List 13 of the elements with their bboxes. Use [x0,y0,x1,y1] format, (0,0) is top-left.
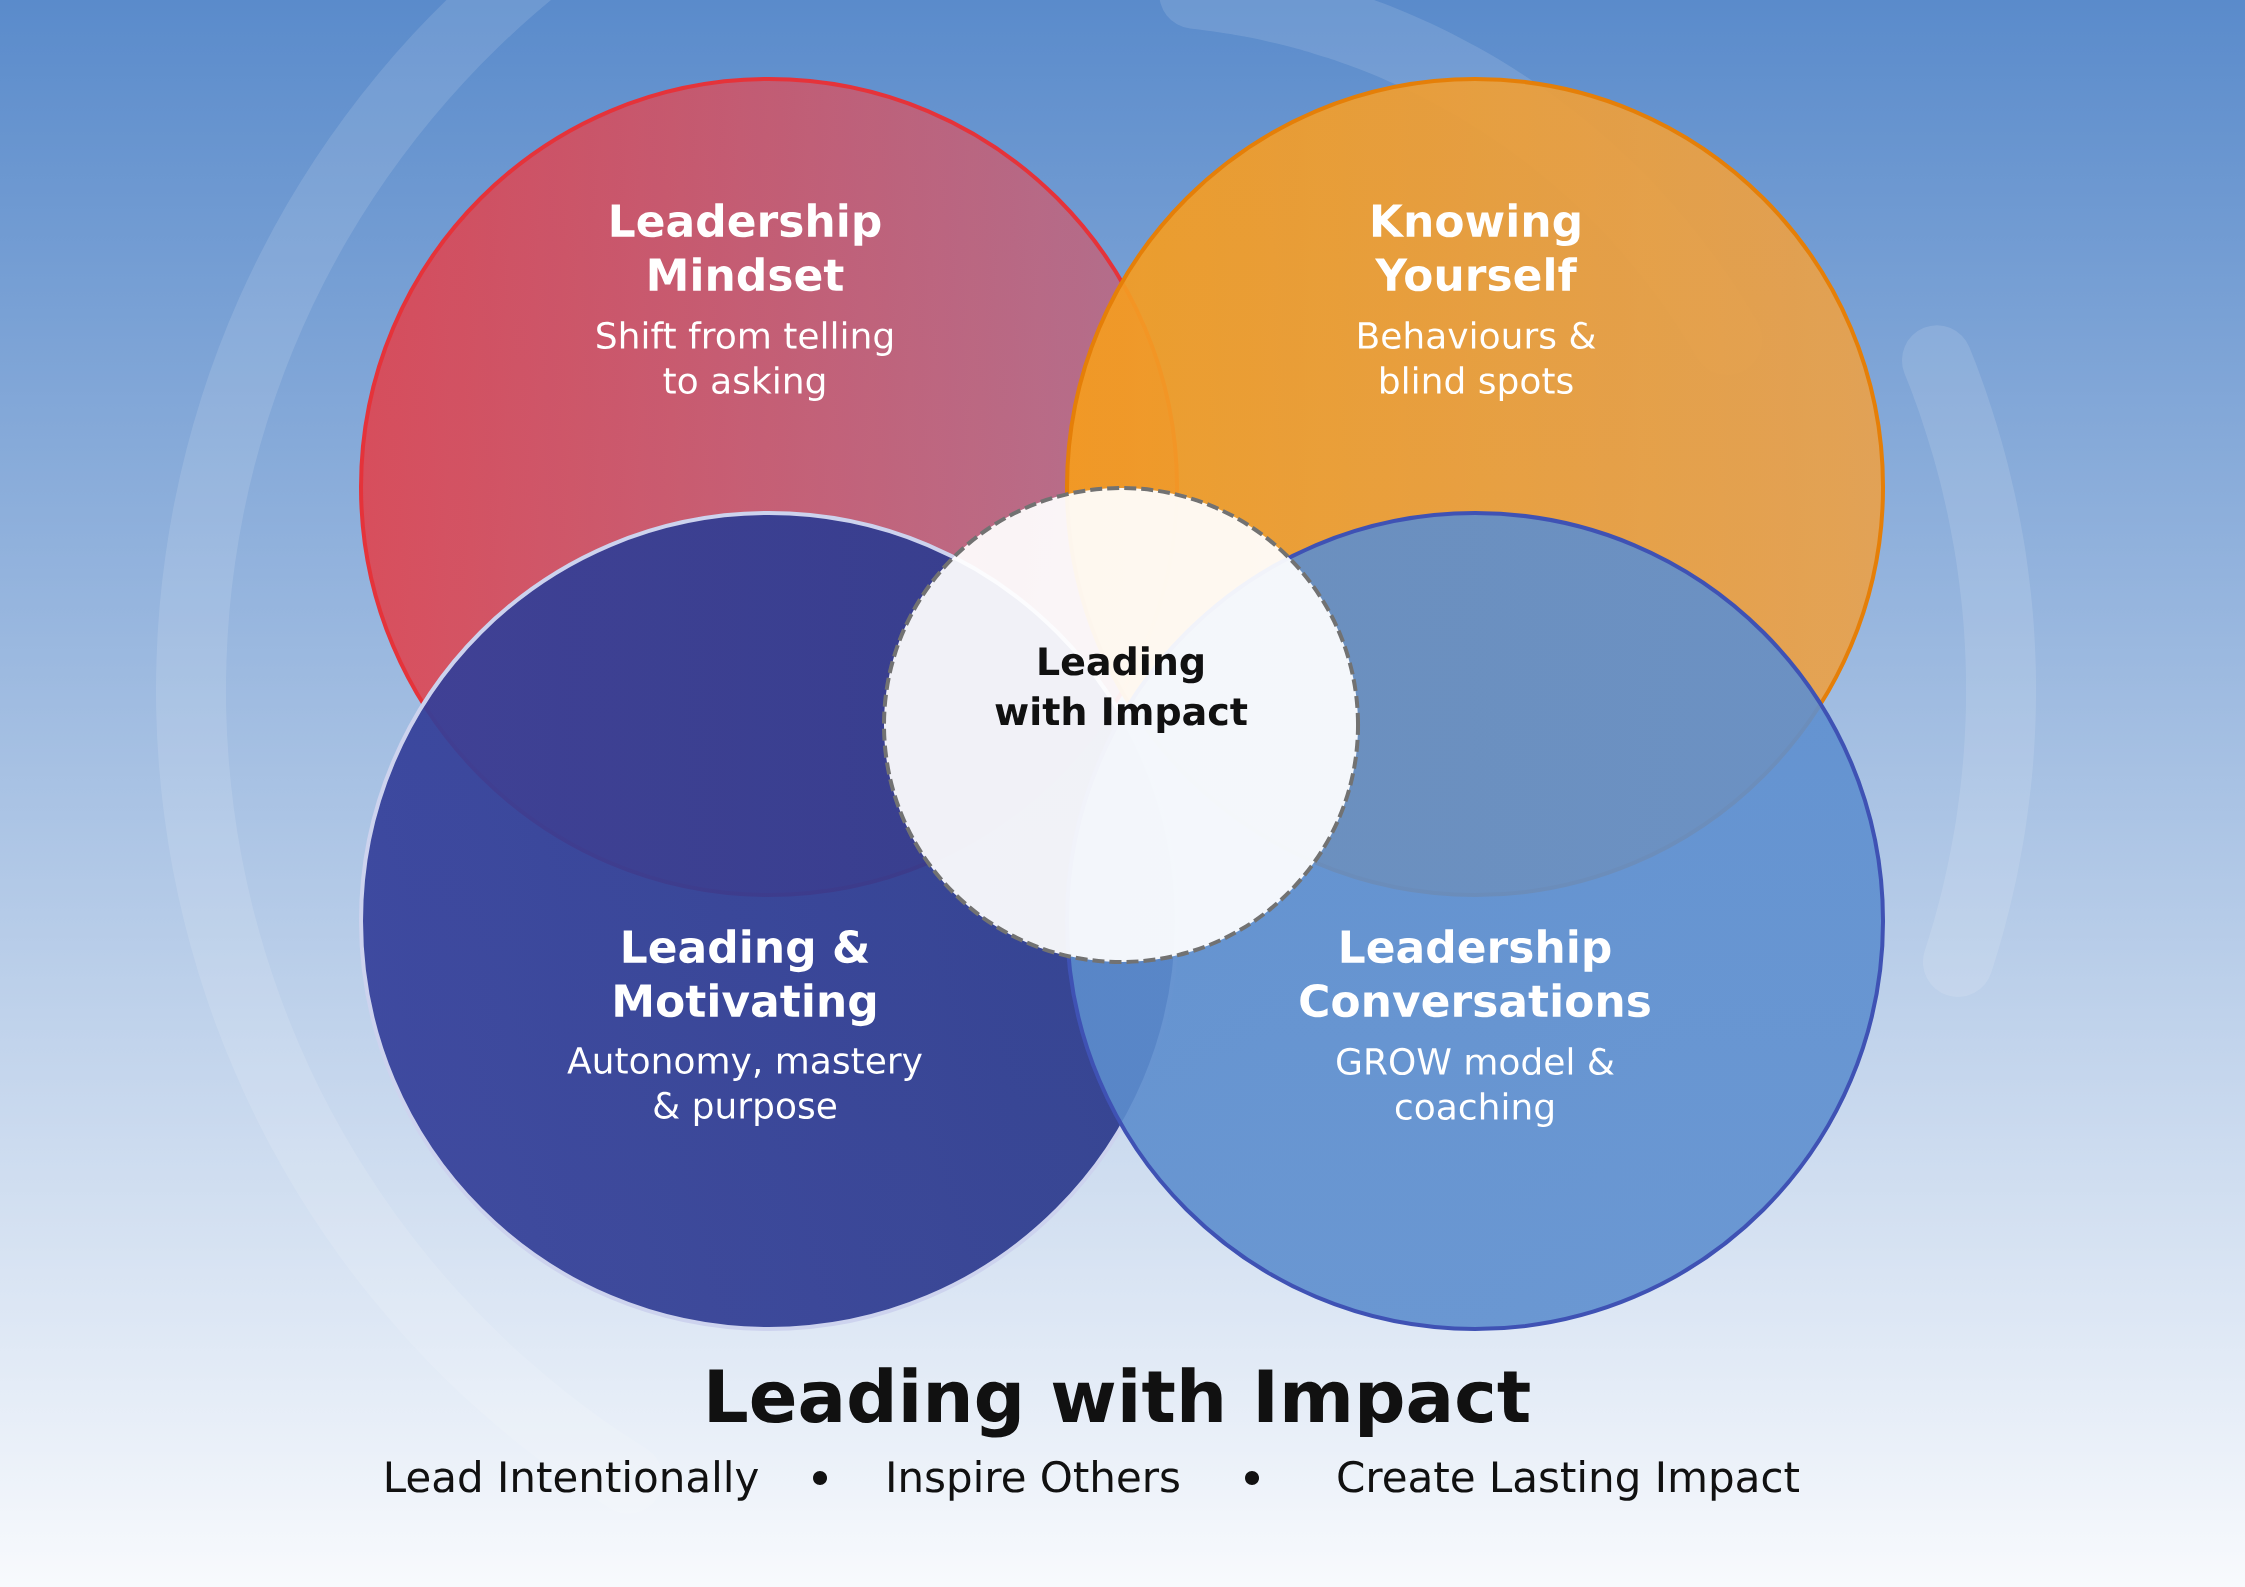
circle-title: Leading & Motivating [615,929,876,1027]
tagline-item: Create Lasting Impact [1338,1460,1799,1501]
center-title: Leading with Impact [995,646,1248,733]
title: Leading with Impact [709,1367,1530,1438]
circle-subtitle: Behaviours & blind spots [1359,321,1596,402]
circle-title: Leadership Mindset [611,203,881,292]
tagline-item: Lead Intentionally [386,1460,759,1501]
circle-subtitle: Shift from telling to asking [597,321,892,402]
tagline-item: Inspire Others [889,1460,1179,1501]
circle-subtitle: Autonomy, mastery & purpose [567,1047,922,1126]
circle-subtitle: GROW model & coaching [1337,1047,1614,1128]
circle-title: Knowing Yourself [1372,203,1580,292]
circle-title: Leadership Conversations [1300,929,1650,1018]
